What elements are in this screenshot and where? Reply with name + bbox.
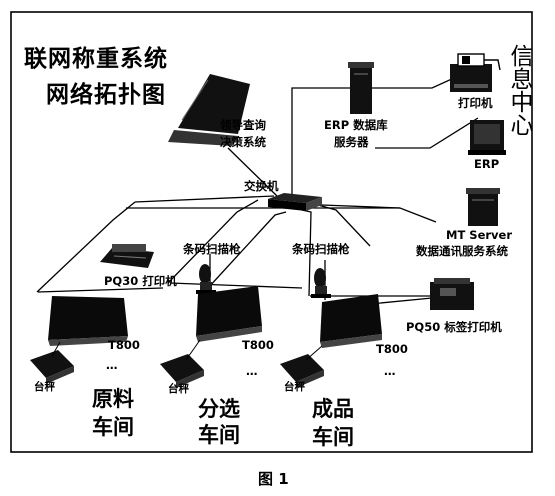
scanner-label-2: 条码扫描枪 [292, 242, 350, 256]
t800-label-3: T800 [376, 342, 408, 356]
info-center-label: 信息中心 [506, 44, 532, 136]
scale-links [51, 339, 323, 361]
server-tower-icon [348, 62, 374, 114]
link-workshop-mid [167, 199, 259, 284]
workshop-sort-label-1: 分选 [198, 397, 240, 421]
printer-icon [450, 53, 501, 92]
erp-label: ERP [474, 157, 500, 171]
leader-label-2: 决策系统 [220, 135, 266, 149]
platform-scale-icon [160, 354, 204, 388]
laptop-icon [168, 74, 250, 146]
figure-caption: 图 1 [258, 470, 289, 488]
leader-label-1: 领导查询 [220, 118, 266, 132]
mt-server-icon [466, 188, 500, 226]
terminal-icon [48, 296, 128, 346]
pq50-label: PQ50 标签打印机 [406, 320, 502, 334]
link-workshop-mid-b [207, 211, 287, 289]
link-row-2 [169, 282, 303, 289]
workshop-raw-label-1: 原料 [92, 387, 134, 411]
ellipsis-1: … [106, 358, 118, 372]
switch-icon [268, 193, 322, 211]
link-erp-db-erp [375, 117, 479, 149]
workshop-finished-label-1: 成品 [312, 397, 354, 421]
terminal-icon [196, 286, 262, 342]
t800-label-1: T800 [108, 338, 140, 352]
link-row-1 [37, 287, 164, 293]
barcode-scanner-icon [196, 264, 216, 294]
link-switch-erp-db [291, 87, 350, 196]
workshop-finished-label-2: 车间 [312, 425, 354, 449]
workshop-raw-label-2: 车间 [92, 415, 134, 439]
mt-server-label-1: MT Server [446, 228, 513, 242]
erp-db-label-2: 服务器 [334, 135, 369, 149]
terminal-icon [320, 294, 382, 348]
computer-icon [468, 120, 506, 155]
ellipsis-3: … [384, 364, 396, 378]
label-printer-icon [100, 244, 154, 268]
scale-label-3: 台秤 [284, 381, 305, 393]
platform-scale-icon [30, 350, 74, 384]
platform-scale-icon [280, 354, 324, 388]
diagram-title-line-2: 网络拓扑图 [46, 82, 166, 108]
link-switch-line-1 [134, 195, 275, 203]
link-workshop-right-b [317, 204, 371, 247]
workshop-sort-label-2: 车间 [198, 423, 240, 447]
printer-label: 打印机 [458, 96, 493, 110]
t800-label-2: T800 [242, 338, 274, 352]
scanner-label-1: 条码扫描枪 [183, 242, 241, 256]
mt-server-label-2: 数据通讯服务系统 [416, 244, 508, 258]
scale-label-1: 台秤 [34, 381, 55, 393]
link-switch-leader [227, 147, 278, 197]
diagram-frame [10, 11, 533, 453]
pq50-printer-icon [430, 278, 474, 310]
barcode-scanner-icon [311, 268, 331, 298]
diagram-title-line-1: 联网称重系统 [24, 46, 168, 72]
ellipsis-2: … [246, 364, 258, 378]
network-links [36, 67, 479, 306]
scale-label-2: 台秤 [168, 383, 189, 395]
switch-label: 交换机 [244, 179, 279, 193]
pq30-label: PQ30 打印机 [104, 274, 177, 288]
erp-db-label-1: ERP 数据库 [324, 118, 388, 132]
